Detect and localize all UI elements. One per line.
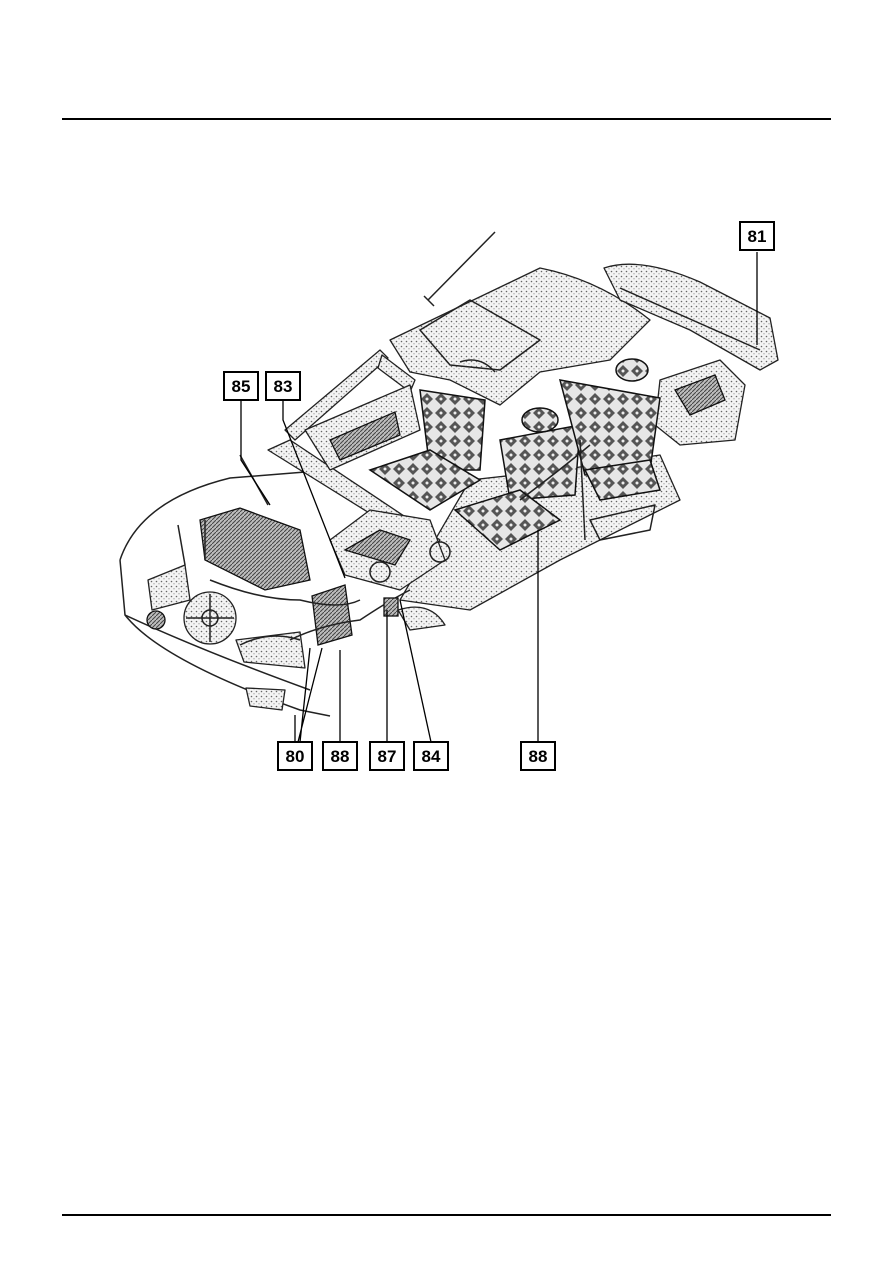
- callout-80: 80: [277, 741, 313, 771]
- horn: [146, 610, 166, 630]
- callout-83: 83: [265, 371, 301, 401]
- callout-85: 85: [223, 371, 259, 401]
- rear-trim-panel: [603, 263, 779, 371]
- roof-lining: [389, 267, 651, 406]
- washer-reservoir: [147, 524, 191, 611]
- callout-80-label: 80: [286, 747, 305, 766]
- crash-sensor: [383, 597, 399, 617]
- cooling-fan: [183, 591, 237, 645]
- leader-lines: [240, 252, 758, 743]
- front-seat-right: [453, 407, 581, 551]
- rear-seat: [558, 358, 661, 501]
- callout-84-label: 84: [422, 747, 441, 766]
- callout-85-label: 85: [232, 377, 251, 396]
- callout-88-rear-label: 88: [529, 747, 548, 766]
- seat-belts: [519, 439, 591, 541]
- callout-84: 84: [413, 741, 449, 771]
- wiring-harness: [209, 579, 411, 646]
- callout-88-rear: 88: [520, 741, 556, 771]
- callout-81: 81: [739, 221, 775, 251]
- top-rule: [62, 118, 831, 120]
- callout-88-front: 88: [322, 741, 358, 771]
- callout-83-label: 83: [274, 377, 293, 396]
- battery-box: [311, 584, 353, 646]
- antenna: [423, 231, 496, 307]
- front-wheelarch-liner: [397, 606, 446, 631]
- bottom-rule: [62, 1214, 831, 1216]
- fog-lamp: [245, 687, 286, 711]
- callout-88-front-label: 88: [331, 747, 350, 766]
- door-trim-panel: [304, 384, 421, 471]
- rear-quarter-panel: [654, 359, 746, 446]
- callout-87: 87: [369, 741, 405, 771]
- front-seat-left: [368, 389, 486, 511]
- heater-unit: [199, 507, 311, 591]
- callout-87-label: 87: [378, 747, 397, 766]
- callout-81-label: 81: [748, 227, 767, 246]
- fascia: [329, 509, 451, 591]
- headlamp-left: [235, 631, 306, 669]
